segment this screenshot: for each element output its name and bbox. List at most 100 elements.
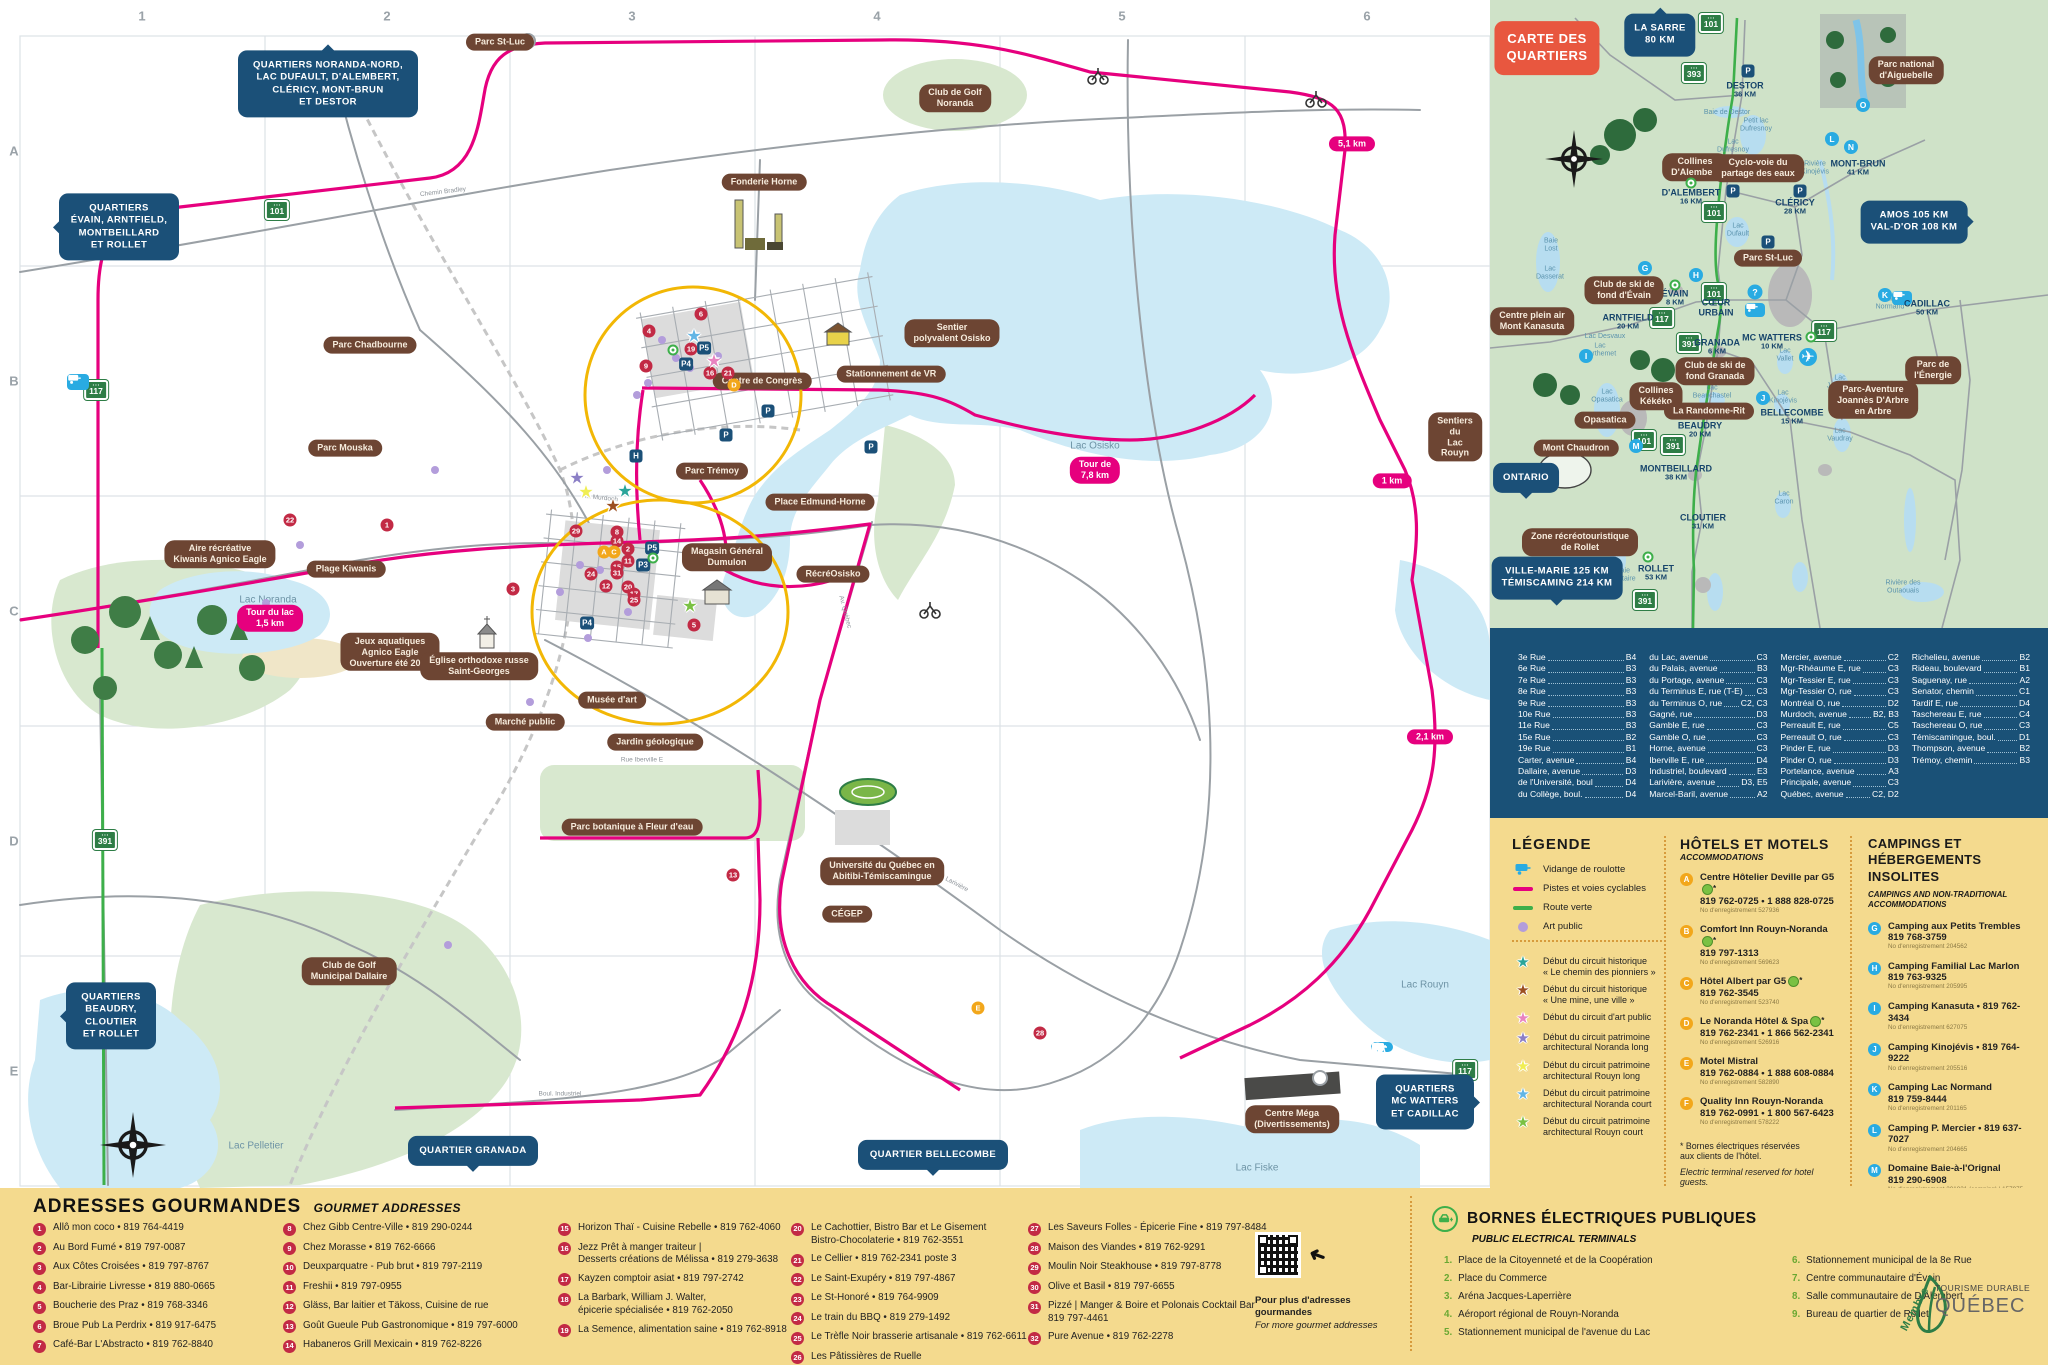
circuit-star-icon: ★ (1516, 982, 1530, 1000)
numbered-marker: 13 (726, 868, 740, 882)
leader-dots (1975, 694, 2017, 696)
gourmet-number: 28 (1028, 1242, 1041, 1255)
hotel-registration: No d'enregistrement 578222 (1700, 1118, 1780, 1126)
quartier-badge: QUARTIER GRANADA (408, 1135, 538, 1167)
poi-badge: Parc Mouska (308, 439, 382, 457)
camping-name: Camping P. Mercier • 819 637-7027 (1888, 1122, 2022, 1146)
gourmet-number: 21 (791, 1253, 804, 1267)
poi-badge: Université du Québec en Abitibi-Témiscam… (820, 857, 944, 885)
gourmet-text: Maison des Viandes • 819 762-9291 (1048, 1241, 1206, 1253)
street-name: 8e Rue (1518, 686, 1546, 697)
gourmet-number: 14 (283, 1339, 296, 1353)
parking-marker: P5 (645, 541, 659, 555)
poi-badge: Parc Chadbourne (323, 336, 417, 354)
inset-water-label: Lac Dufault (1726, 222, 1750, 237)
street-name: Mgr-Rhéaume E, rue (1780, 663, 1861, 674)
numbered-marker: 3 (506, 582, 520, 596)
gourmet-number: 30 (1028, 1281, 1041, 1294)
hotels-note-en: Electric terminal reserved for hotel gue… (1680, 1167, 1814, 1188)
grid-reference: D3 (1887, 743, 1899, 754)
grid-reference: D1 (2019, 731, 2030, 742)
grid-column-label: 6 (1363, 8, 1371, 24)
grid-reference: C3 (1756, 686, 1768, 697)
leader-dots (1853, 785, 1886, 787)
logo-line1: TOURISME DURABLE (1935, 1283, 2031, 1293)
camping-name: Camping Lac Normand (1888, 1082, 1992, 1094)
legend-item: Route verte (1512, 902, 1662, 913)
inset-callout: LA SARRE 80 KM (1624, 13, 1696, 57)
legend-item-label: Vidange de roulotte (1543, 863, 1626, 875)
street-name: Larivière, avenue (1649, 777, 1716, 788)
grid-reference: C4 (2019, 709, 2030, 720)
legend-star-label: Début du circuit d'art public (1543, 1012, 1652, 1023)
grid-reference: B2, B3 (1872, 709, 1899, 720)
ev-terminal-number: 7. (1792, 1273, 1801, 1284)
grid-reference: B3 (1625, 674, 1637, 685)
letter-marker: H (1689, 268, 1703, 282)
grid-reference: A2 (2019, 674, 2030, 685)
grid-reference: D4 (1625, 788, 1637, 799)
route-shield: 393 (1681, 63, 1707, 83)
leader-dots (1594, 785, 1624, 787)
street-name: Portelance, avenue (1780, 766, 1855, 777)
grid-reference: D3 (1887, 754, 1899, 765)
parking-marker: H (629, 449, 643, 463)
numbered-marker: 25 (627, 593, 641, 607)
grid-reference: B3 (1625, 720, 1637, 731)
numbered-marker: 5 (687, 618, 701, 632)
hotel-phone: 819 797-1313 (1700, 947, 1759, 959)
ev-terminals-section: BORNES ÉLECTRIQUES PUBLIQUES PUBLIC ELEC… (1432, 1206, 2048, 1345)
camping-name: Camping Familial Lac Marlon (1888, 960, 2020, 972)
parking-marker: P (1741, 64, 1755, 78)
street-name: 6e Rue (1518, 663, 1546, 674)
street-name: du Portage, avenue (1649, 674, 1725, 685)
gourmet-text: Café-Bar L'Abstracto • 819 762-8840 (53, 1339, 213, 1350)
camping-letter-marker: M (1868, 1164, 1881, 1178)
poi-badge: Musée d'art (578, 691, 646, 709)
letter-marker: J (1756, 391, 1770, 405)
street-name: 11e Rue (1518, 720, 1550, 731)
gourmet-text: Boucherie des Praz • 819 768-3346 (53, 1300, 208, 1311)
gourmet-text: Le train du BBQ • 819 279-1492 (811, 1311, 951, 1323)
gourmet-text: Kayzen comptoir asiat • 819 797-2742 (578, 1272, 744, 1284)
gourmet-number: 24 (791, 1312, 804, 1326)
street-index-entry: 11e Rue B3 (1518, 720, 1636, 731)
grid-reference: C3 (1887, 686, 1899, 697)
leader-dots (1984, 728, 2017, 730)
street-name: Saguenay, rue (1911, 674, 1968, 685)
poi-badge: Club de Golf Noranda (919, 84, 991, 112)
leader-dots (1706, 763, 1755, 765)
quartier-badge: QUARTIERS NORANDA-NORD, LAC DUFAULT, D'A… (238, 50, 418, 118)
inset-water-label: Lac Berthemet (1583, 342, 1617, 357)
grid-reference: C3 (1887, 777, 1899, 788)
route-shield: 391 (1632, 590, 1658, 610)
poi-badge: Marché public (485, 713, 565, 731)
leader-dots (1552, 717, 1624, 719)
route-shield: 117 (84, 380, 108, 400)
street-name: Senator, chemin (1911, 686, 1974, 697)
distance-badge: 2,1 km (1406, 729, 1454, 745)
gourmet-number: 10 (283, 1261, 296, 1275)
grid-reference: B1 (2019, 663, 2030, 674)
gourmet-number: 26 (791, 1351, 804, 1365)
grid-row-label: C (9, 603, 19, 619)
